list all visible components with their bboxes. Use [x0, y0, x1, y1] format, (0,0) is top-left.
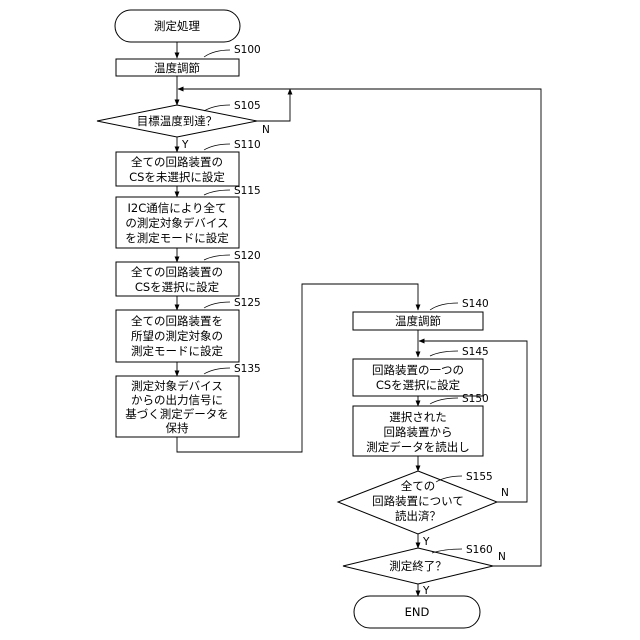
step-s115-line-3: を測定モードに設定 [125, 231, 229, 245]
step-s120-line-2: CSを選択に設定 [135, 280, 220, 294]
step-label-s155: S155 [466, 471, 493, 483]
step-s110: 全ての回路装置の CSを未選択に設定 [116, 152, 239, 186]
step-s145-line-1: 回路装置の一つの [372, 363, 464, 377]
decision-s105-line-1: 目標温度到達？ [137, 114, 218, 128]
step-label-s150: S150 [462, 393, 489, 405]
end-label: END [405, 605, 430, 619]
step-s115-line-1: I2C通信により全て [127, 201, 226, 215]
step-label-s100: S100 [234, 44, 261, 56]
step-s145-line-2: CSを選択に設定 [376, 378, 461, 392]
step-s135-line-4: 保持 [166, 421, 189, 435]
step-s150-line-2: 回路装置から [384, 425, 453, 439]
step-s110-line-1: 全ての回路装置の [131, 155, 223, 169]
decision-s160-line-1: 測定終了？ [389, 559, 447, 573]
step-s125: 全ての回路装置を 所望の測定対象の 測定モードに設定 [116, 310, 239, 362]
step-s120-line-1: 全ての回路装置の [131, 265, 223, 279]
step-s135-line-1: 測定対象デバイス [131, 379, 223, 393]
decision-s155-line-3: 読出済？ [395, 509, 441, 523]
decision-s155-line-1: 全ての [401, 479, 436, 493]
step-s100-line-1: 温度調節 [154, 61, 200, 75]
step-s140: 温度調節 [353, 312, 483, 330]
step-s125-line-1: 全ての回路装置を [131, 314, 223, 328]
step-label-s125: S125 [234, 297, 261, 309]
step-s135: 測定対象デバイス からの出力信号に 基づく測定データを 保持 [116, 376, 239, 437]
decision-s155-line-2: 回路装置について [372, 494, 464, 508]
step-s145: 回路装置の一つの CSを選択に設定 [353, 359, 483, 396]
step-label-s135: S135 [234, 363, 261, 375]
step-s135-line-2: からの出力信号に [131, 393, 223, 407]
step-s150: 選択された 回路装置から 測定データを読出し [353, 406, 483, 456]
step-label-s160: S160 [466, 544, 493, 556]
no-label-s105: N [262, 124, 270, 136]
step-label-s120: S120 [234, 250, 261, 262]
step-label-s140: S140 [462, 298, 489, 310]
step-s100: 温度調節 [116, 59, 239, 76]
step-s110-line-2: CSを未選択に設定 [129, 170, 225, 184]
step-label-s115: S115 [234, 185, 261, 197]
end-terminal: END [354, 596, 480, 628]
start-terminal: 測定処理 [115, 10, 240, 42]
step-label-s105: S105 [234, 100, 261, 112]
step-s120: 全ての回路装置の CSを選択に設定 [116, 262, 239, 296]
step-label-s110: S110 [234, 139, 261, 151]
step-s115-line-2: の測定対象デバイス [125, 216, 228, 230]
step-s150-line-3: 測定データを読出し [366, 440, 470, 454]
decision-s105: 目標温度到達？ [97, 105, 257, 137]
step-s140-line-1: 温度調節 [395, 314, 441, 328]
step-s135-line-3: 基づく測定データを [125, 407, 229, 421]
no-label-s160: N [498, 551, 506, 563]
yes-label-s155: Y [422, 536, 430, 548]
step-s125-line-3: 測定モードに設定 [131, 344, 223, 358]
start-label: 測定処理 [154, 19, 200, 33]
step-s125-line-2: 所望の測定対象の [131, 329, 223, 343]
yes-label-s105: Y [181, 139, 189, 151]
yes-label-s160: Y [422, 585, 430, 597]
step-label-s145: S145 [462, 346, 489, 358]
step-s150-line-1: 選択された [389, 410, 447, 424]
step-s115: I2C通信により全て の測定対象デバイス を測定モードに設定 [116, 197, 239, 248]
no-label-s155: N [501, 487, 509, 499]
